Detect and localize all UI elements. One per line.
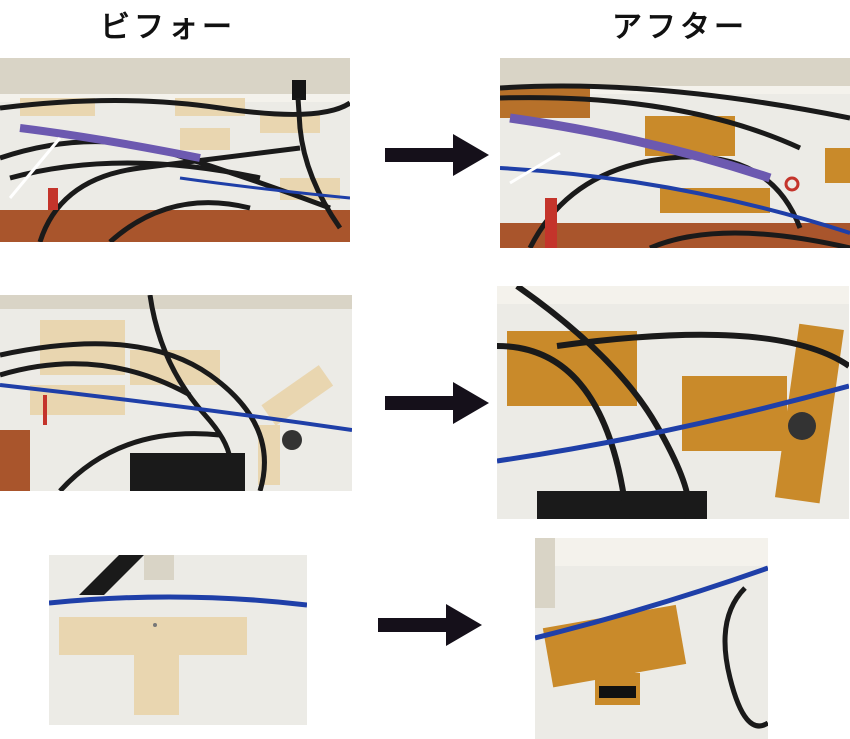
photo-row3-after	[535, 538, 768, 739]
photo-row1-after	[500, 58, 850, 248]
arrow-right-icon	[383, 378, 493, 428]
before-heading: ビフォー	[100, 10, 236, 45]
photo-row2-before	[0, 295, 352, 491]
photo-row1-before	[0, 58, 350, 242]
photo-row2-after	[497, 286, 849, 519]
after-heading: アフター	[612, 10, 748, 45]
photo-row3-before	[49, 555, 307, 725]
arrow-right-icon	[383, 130, 493, 180]
arrow-right-icon	[376, 600, 486, 650]
